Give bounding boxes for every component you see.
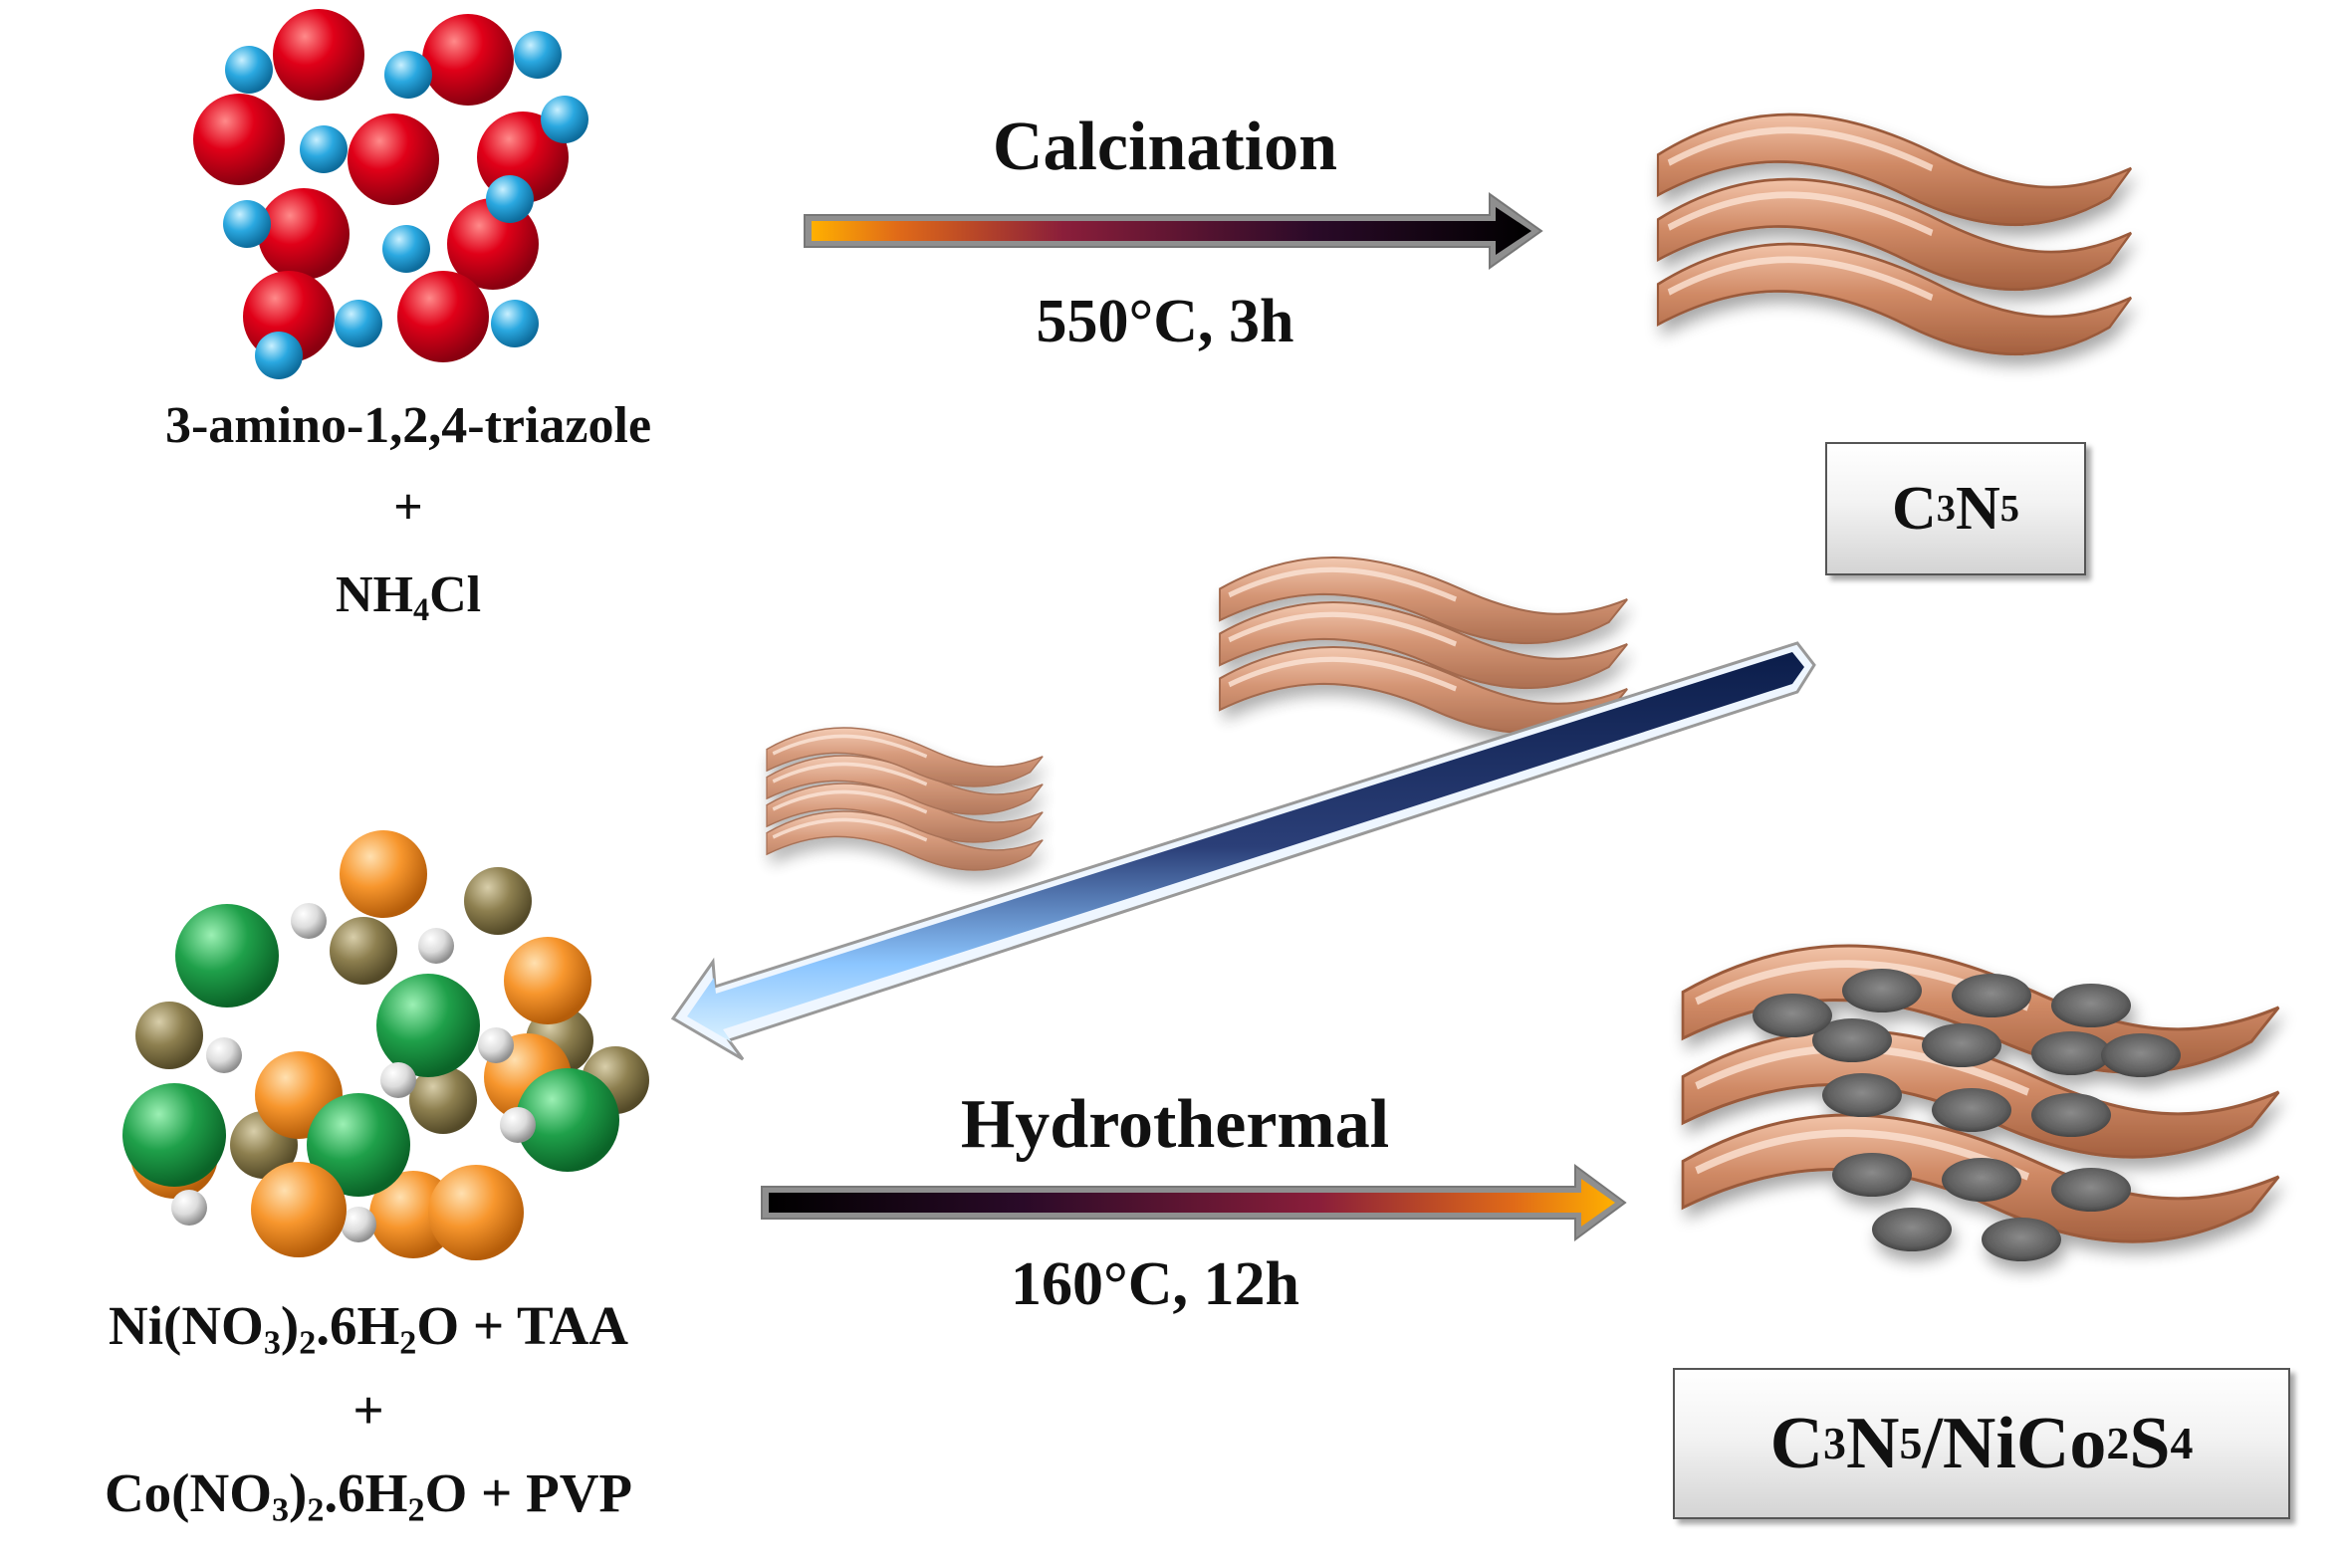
olive-atom [409,1066,477,1134]
blue-atom [300,125,348,173]
white-atom [341,1207,376,1242]
calcination-condition: 550°C, 3h [1036,288,1294,355]
hydrothermal-label: Hydrothermal [960,1086,1390,1163]
pore [1942,1158,2021,1202]
white-atom [380,1062,416,1098]
exfoliated-sheets-small [765,726,1045,872]
olive-atom [330,917,397,985]
calcination-arrow [804,192,1543,270]
metal-salt-cluster [122,830,649,1260]
orange-atom [340,830,427,918]
olive-atom [135,1002,203,1069]
blue-atom [384,51,432,99]
orange-atom [251,1162,347,1257]
exfoliated-sheets-large [1220,558,1627,733]
blue-atom [541,96,588,143]
green-atom [516,1068,619,1172]
red-atom [193,94,285,185]
blue-atom [486,175,534,223]
precursor1-name: 3-amino-1,2,4-triazole [164,397,652,454]
orange-atom [428,1165,524,1260]
blue-atom [491,300,539,347]
red-atom [422,14,514,106]
pore [2031,1093,2111,1137]
pore [1952,974,2031,1017]
green-atom [122,1083,226,1187]
blue-atom [335,300,382,347]
white-atom [171,1190,207,1226]
blue-atom [255,332,303,379]
pore [1842,969,1922,1012]
pore [2051,1168,2131,1212]
pore [2031,1031,2111,1075]
olive-atom [464,867,532,935]
pore [1832,1153,1912,1197]
white-atom [478,1027,514,1063]
white-atom [500,1107,536,1143]
hydrothermal-arrow [761,1164,1627,1241]
triazole-molecule-cluster [193,9,588,379]
pore [1932,1088,2011,1132]
blue-atom [382,225,430,273]
precursor1-plus: + [393,479,423,536]
precursor1-nh4cl: NH4Cl [335,566,482,628]
red-atom [348,113,439,205]
c3n5-layered-sheets [1658,114,2131,354]
red-atom [273,9,364,101]
blue-atom [225,46,273,94]
white-atom [206,1037,242,1073]
mixing-arrow [670,641,1816,1061]
c3n5-nico2s4-porous-sheets [1683,946,2278,1261]
blue-atom [223,200,271,248]
pore [1753,994,1832,1037]
pore [1822,1073,1902,1117]
green-atom [175,904,279,1008]
red-atom [258,188,350,280]
blue-atom [514,31,562,79]
pore [1982,1218,2061,1261]
hydrothermal-condition: 160°C, 12h [1010,1250,1300,1318]
precursor2-plus: + [352,1380,384,1441]
pore [1922,1023,2001,1067]
red-atom [397,271,489,362]
pore [1872,1208,1952,1251]
white-atom [291,903,327,939]
pore [2051,984,2131,1027]
pore [2101,1033,2181,1077]
precursor2-line1: Ni(NO3)2.6H2O + TAA [109,1295,628,1362]
green-atom [307,1093,410,1197]
precursor2-line3: Co(NO3)2.6H2O + PVP [104,1462,633,1529]
calcination-label: Calcination [992,109,1338,185]
pore [1812,1018,1892,1062]
orange-atom [504,937,591,1024]
white-atom [418,928,454,964]
green-atom [376,974,480,1077]
